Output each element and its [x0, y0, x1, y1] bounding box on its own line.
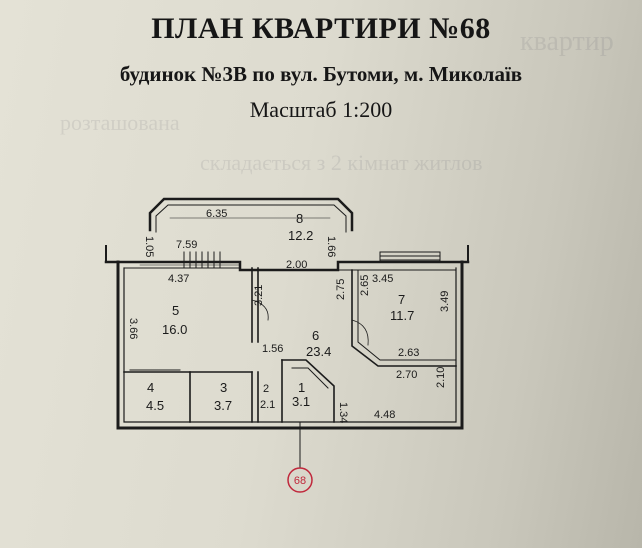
- bleed-through: складається з 2 кімнат житлов: [200, 150, 483, 175]
- room-7-number: 7: [398, 292, 405, 307]
- room-4-area: 4.5: [146, 398, 164, 413]
- outer-wall: [116, 260, 464, 430]
- room-7-area: 11.7: [390, 308, 414, 323]
- room-5-area: 16.0: [162, 322, 187, 337]
- dim-3-49: 3.49: [439, 291, 451, 312]
- dim-1-66: 1.66: [325, 236, 337, 257]
- room-1-area: 3.1: [292, 394, 310, 409]
- dim-1-05: 1.05: [143, 236, 155, 257]
- dim-1-34: 1.34: [337, 402, 349, 423]
- dim-2-10: 2.10: [435, 367, 447, 388]
- window-right: [379, 251, 441, 263]
- dim-4-37: 4.37: [168, 273, 189, 285]
- top-wall: [104, 260, 470, 272]
- apartment-marker-circle: [287, 467, 313, 493]
- window-left: [183, 251, 221, 269]
- dim-2-00: 2.00: [286, 259, 307, 271]
- dim-3-45: 3.45: [372, 273, 393, 285]
- dim-1-56: 1.56: [262, 343, 283, 355]
- room-6-area: 23.4: [306, 344, 331, 359]
- door-arc: [251, 299, 269, 321]
- apartment-marker-label: 68: [294, 475, 306, 487]
- partition-1-corridor-inner: [291, 367, 329, 389]
- partition-1-corridor: [281, 359, 335, 423]
- room-4-number: 4: [147, 380, 154, 395]
- partition-7-inner: [357, 269, 457, 361]
- scale-label: Масштаб 1:200: [249, 97, 393, 122]
- partition-5-6: [251, 267, 259, 343]
- partition-7: [351, 269, 457, 367]
- room-8-number: 8: [296, 211, 303, 226]
- dim-3-21: 3.21: [253, 285, 265, 306]
- dim-2-75: 2.75: [335, 279, 347, 300]
- dim-2-63: 2.63: [398, 347, 419, 359]
- bleed-through: розташована: [60, 110, 180, 135]
- room-8-area: 12.2: [288, 228, 313, 243]
- address-subtitle: будинок №3В по вул. Бутоми, м. Миколаїв: [119, 62, 523, 86]
- room-1-number: 1: [298, 380, 305, 395]
- dim-2-1: 2.1: [260, 399, 275, 411]
- room-5-number: 5: [172, 303, 179, 318]
- side-wall: [105, 245, 469, 263]
- dim-2-70: 2.70: [396, 369, 417, 381]
- balcony-outline: [148, 197, 354, 232]
- page-title: ПЛАН КВАРТИРИ №68: [151, 12, 491, 45]
- room-6-number: 6: [312, 328, 319, 343]
- balcony-inner-outline: [155, 204, 347, 233]
- bleed-through: квартир: [520, 26, 614, 57]
- dim-2: 2: [263, 383, 269, 395]
- dim-2-65: 2.65: [359, 275, 371, 296]
- dim-6-35: 6.35: [206, 208, 227, 220]
- partition-3-2: [251, 371, 259, 423]
- door-arc: [351, 319, 369, 346]
- room-3-area: 3.7: [214, 398, 232, 413]
- dim-3-66: 3.66: [127, 318, 139, 339]
- dim-7-59: 7.59: [176, 239, 197, 251]
- outer-wall-inner: [123, 267, 457, 423]
- dim-4-48: 4.48: [374, 409, 395, 421]
- room-3-number: 3: [220, 380, 227, 395]
